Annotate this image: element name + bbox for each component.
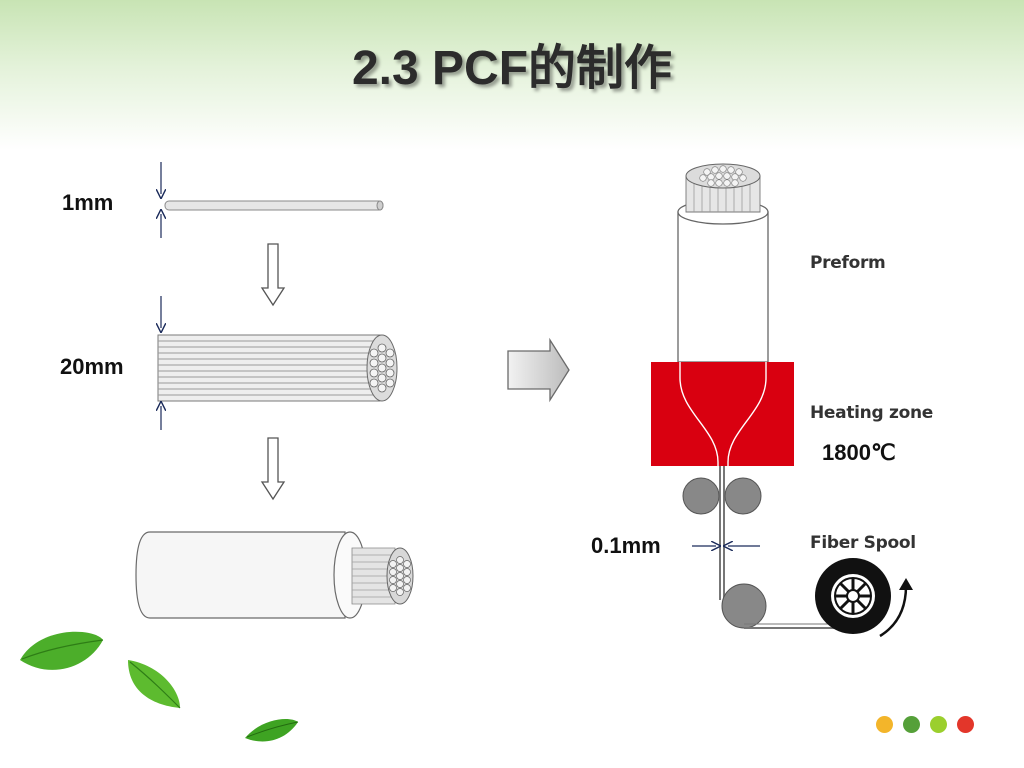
- right-arrow-icon: [507, 337, 570, 403]
- rotation-arrow-icon: [879, 578, 913, 638]
- fiber-spool-label: Fiber Spool: [810, 533, 916, 553]
- dot-lime: [930, 716, 947, 733]
- decorative-dots: [876, 716, 976, 734]
- bundle-diameter-label: 20mm: [60, 354, 124, 379]
- capillary-tube: [164, 200, 384, 211]
- header-band: [0, 0, 1024, 150]
- drawing-tower: [651, 163, 835, 629]
- leaf-icon: [20, 631, 104, 670]
- jacketed-preform: [135, 531, 414, 619]
- capillary-bundle: [157, 334, 398, 402]
- leaf-icon: [245, 719, 299, 742]
- down-arrow-icon: [260, 243, 286, 307]
- heating-zone-block: [651, 362, 794, 466]
- slide-title: 2.3 PCF的制作: [351, 42, 673, 95]
- preform-label: Preform: [810, 253, 886, 273]
- preform-top-bundle: [685, 163, 761, 213]
- capillary-diameter-label: 1mm: [62, 190, 114, 215]
- fiber-spool-icon: [815, 558, 891, 634]
- down-arrow-icon: [260, 437, 286, 501]
- dot-red: [957, 716, 974, 733]
- fiber-diameter-label: 0.1mm: [591, 533, 661, 558]
- dot-yellow: [876, 716, 893, 733]
- leaf-icon: [128, 660, 181, 709]
- dot-green: [903, 716, 920, 733]
- temperature-label: 1800℃: [822, 440, 896, 465]
- heating-zone-label: Heating zone: [810, 403, 933, 423]
